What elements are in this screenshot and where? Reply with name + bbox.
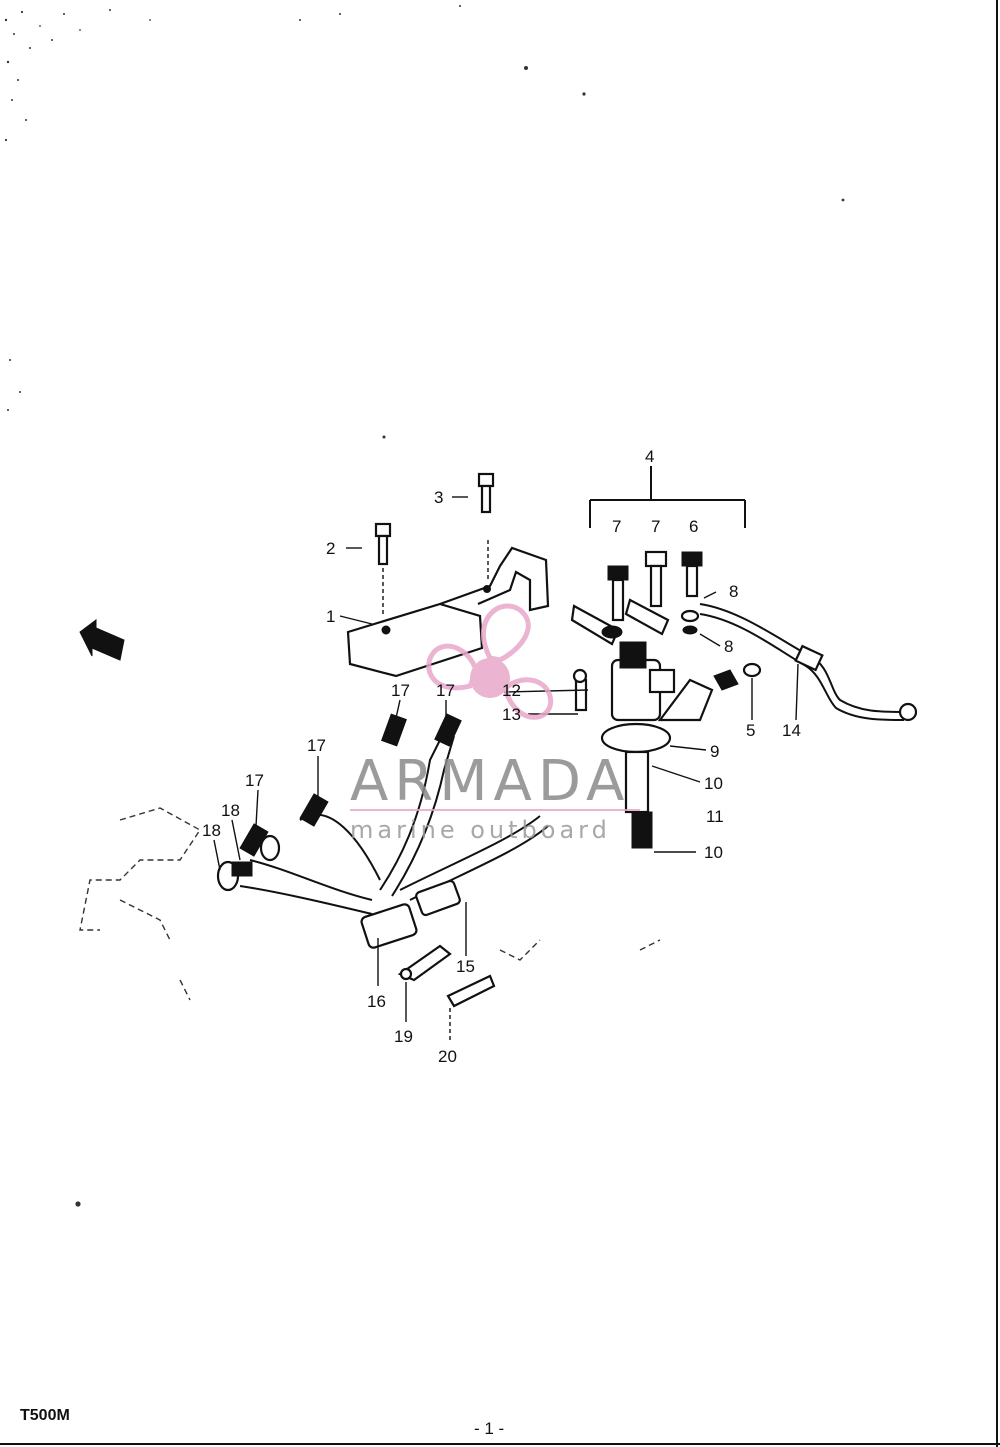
bracket-part-1 [346,546,550,678]
callout-14: 14 [782,721,801,740]
callout-10-b: 10 [704,843,723,862]
bolt-part-2 [374,522,392,616]
callout-20: 20 [438,1047,457,1066]
callout-1: 1 [326,607,335,626]
callout-7-a: 7 [612,517,621,536]
callout-17-d: 17 [245,771,264,790]
callout-18-a: 18 [221,801,240,820]
page-number: - 1 - [474,1419,504,1438]
clamp-part-19 [397,944,452,982]
model-code: T500M [20,1407,70,1424]
harness-part-15 [239,735,549,949]
forward-direction-arrow-icon [79,619,125,661]
callout-7-b: 7 [651,517,660,536]
callout-13: 13 [502,705,521,724]
propeller-logo-icon [426,603,554,720]
callout-17-c: 17 [307,736,326,755]
watermark-subtitle: marine outboard [350,816,611,844]
callout-9: 9 [710,742,719,761]
bolt-part-6 [681,551,703,598]
callout-12: 12 [502,681,521,700]
plug-cap-part-17-c [299,793,329,827]
tube-part-20 [446,974,496,1040]
callout-6: 6 [689,517,698,536]
scan-noise [4,5,845,1207]
engine-outline [79,807,661,1001]
distributor-assembly [570,598,762,849]
callout-11: 11 [706,807,724,826]
callout-4: 4 [645,447,654,466]
plug-cap-part-17-a [381,713,407,747]
callout-18-b: 18 [202,821,221,840]
plug-cap-part-17-b [434,713,462,747]
leader-lines [213,496,799,1022]
bolt-part-7-b [644,550,668,608]
callout-8-a: 8 [729,582,738,601]
callout-5: 5 [746,721,755,740]
callout-3: 3 [434,488,443,507]
bolt-part-3 [477,472,495,580]
lead-wire-part-14 [699,603,918,722]
callout-17-a: 17 [391,681,410,700]
callout-19: 19 [394,1027,413,1046]
group-4-bracket [589,466,746,528]
callout-10-a: 10 [704,774,723,793]
callout-17-b: 17 [436,681,455,700]
watermark-title: ARMADA [350,749,630,814]
callout-16: 16 [367,992,386,1011]
grommet-part-18 [216,834,281,892]
watermark: ARMADA marine outboard [350,603,640,844]
callout-labels: 1 2 3 4 5 6 7 7 8 8 9 10 10 11 12 13 14 … [202,447,801,1066]
callout-2: 2 [326,539,335,558]
bolt-part-7-a [607,565,629,622]
callout-8-b: 8 [724,637,733,656]
callout-15: 15 [456,957,475,976]
